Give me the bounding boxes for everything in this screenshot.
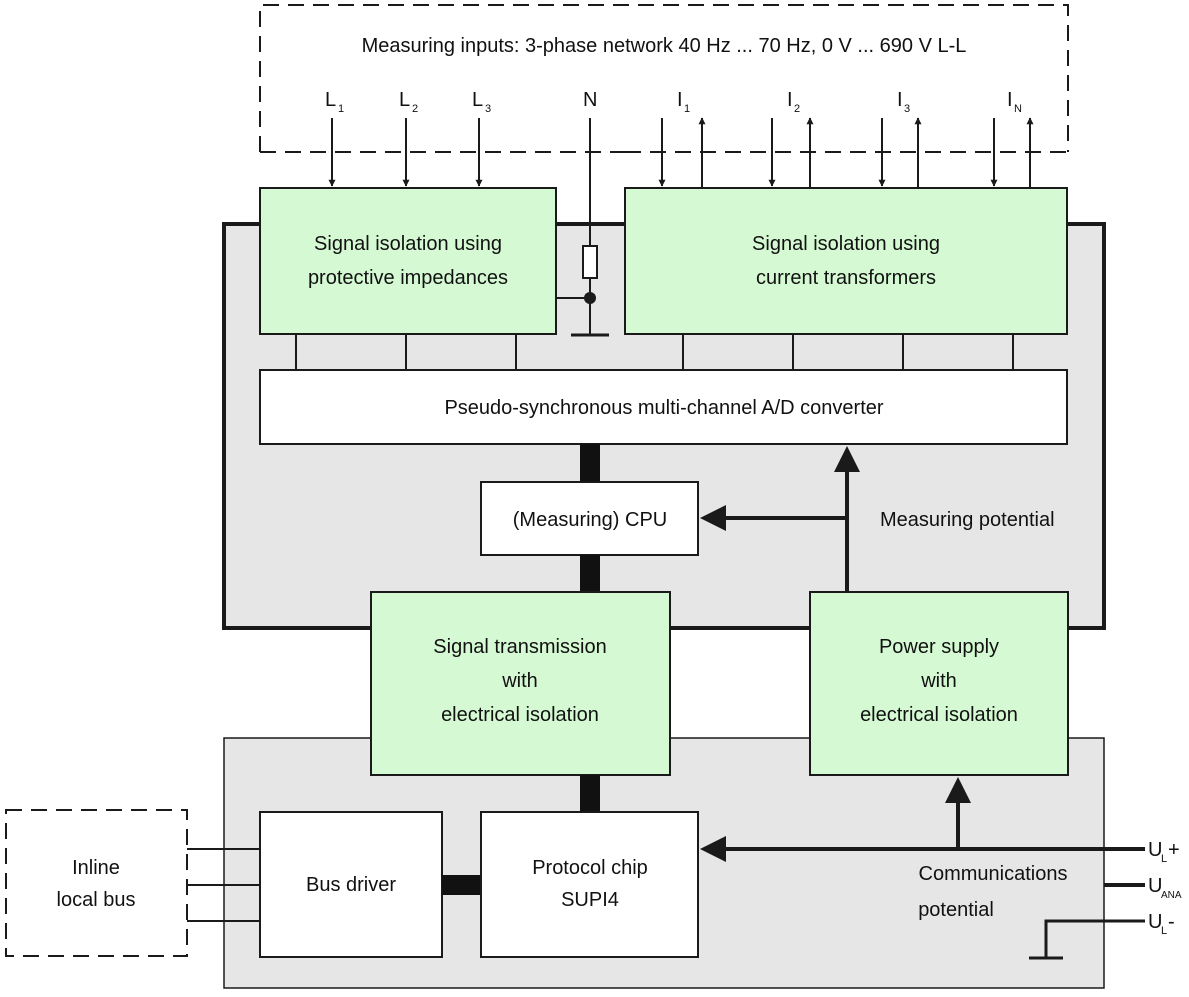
svg-text:U: U [1148, 875, 1162, 897]
current-input-label-in: I N [1007, 89, 1022, 115]
power-supply-line-3: electrical isolation [860, 704, 1018, 726]
adc-block [259, 369, 1068, 445]
voltage-input-label-l1: L 1 [325, 89, 344, 115]
transmission-protocol-bus [580, 775, 600, 812]
measuring-potential-label: Measuring potential [880, 509, 1055, 531]
svg-text:I: I [677, 89, 683, 111]
junction-dot-icon [584, 292, 596, 304]
ct-isolation-block [624, 187, 1068, 335]
protocol-chip-line-2: SUPI4 [561, 889, 619, 911]
impedance-isolation-block [259, 187, 557, 335]
bus-driver-label: Bus driver [306, 874, 396, 896]
impedance-isolation-line-1: Signal isolation using [314, 233, 502, 255]
voltage-input-label-n: N [583, 89, 597, 111]
protocol-chip-line-1: Protocol chip [532, 857, 648, 879]
svg-text:I: I [787, 89, 793, 111]
measuring-inputs-title: Measuring inputs: 3-phase network 40 Hz … [362, 35, 967, 57]
svg-text:L: L [472, 89, 483, 111]
svg-text:-: - [1168, 911, 1175, 933]
svg-text:I: I [1007, 89, 1013, 111]
adc-cpu-bus [580, 444, 600, 482]
signal-transmission-line-3: electrical isolation [441, 704, 599, 726]
ul-plus-to-power-supply-arrow-icon [945, 777, 971, 803]
svg-text:1: 1 [338, 103, 344, 115]
power-supply-line-2: with [920, 670, 957, 692]
ul-minus-line [1044, 919, 1145, 958]
svg-text:N: N [1014, 103, 1022, 115]
ct-isolation-line-2: current transformers [756, 267, 936, 289]
local-bus-frame [5, 809, 188, 957]
svg-text:3: 3 [904, 103, 910, 115]
cpu-block [480, 481, 699, 556]
voltage-input-label-l2: L 2 [399, 89, 418, 115]
svg-text:I: I [897, 89, 903, 111]
communications-potential-line-2: potential [918, 899, 994, 921]
svg-text:U: U [1148, 911, 1162, 933]
power-supply-block [809, 591, 1069, 776]
svg-text:+: + [1168, 839, 1180, 861]
cpu-transmission-bus [580, 555, 600, 592]
protocol-chip-block [480, 811, 699, 958]
power-feed-adc-arrow-icon [834, 446, 860, 472]
local-bus-lines [187, 848, 260, 922]
driver-protocol-bus [442, 875, 481, 895]
ct-isolation-line-1: Signal isolation using [752, 233, 940, 255]
ul-plus-to-protocol-arrow-icon [700, 836, 726, 862]
svg-text:L: L [325, 89, 336, 111]
svg-text:L: L [1161, 853, 1167, 865]
svg-text:ANA: ANA [1161, 890, 1182, 901]
isolation-to-adc-lines [295, 334, 1014, 370]
terminal-label-ul-minus: U L - [1148, 911, 1175, 937]
svg-text:1: 1 [684, 103, 690, 115]
voltage-input-label-l3: L 3 [472, 89, 491, 115]
resistor-icon [582, 245, 598, 279]
svg-text:L: L [399, 89, 410, 111]
current-input-label-i3: I 3 [897, 89, 910, 115]
svg-text:3: 3 [485, 103, 491, 115]
power-supply-line-1: Power supply [879, 636, 999, 658]
svg-text:2: 2 [412, 103, 418, 115]
terminal-label-ul-plus: U L + [1148, 839, 1180, 865]
signal-transmission-line-1: Signal transmission [433, 636, 606, 658]
measuring-inputs-frame [259, 4, 1069, 152]
cpu-label: (Measuring) CPU [513, 509, 667, 531]
power-feed-cpu-arrow-icon [700, 505, 726, 531]
adc-label: Pseudo-synchronous multi-channel A/D con… [444, 397, 883, 419]
svg-text:2: 2 [794, 103, 800, 115]
current-input-label-i1: I 1 [677, 89, 690, 115]
svg-text:L: L [1161, 925, 1167, 937]
local-bus-line-2: local bus [57, 889, 136, 911]
current-input-label-i2: I 2 [787, 89, 800, 115]
signal-transmission-line-2: with [501, 670, 538, 692]
impedance-isolation-line-2: protective impedances [308, 267, 508, 289]
local-bus-line-1: Inline [72, 857, 120, 879]
svg-text:U: U [1148, 839, 1162, 861]
terminal-label-uana: U ANA [1148, 875, 1182, 901]
communications-potential-line-1: Communications [919, 863, 1068, 885]
signal-transmission-block [370, 591, 671, 776]
